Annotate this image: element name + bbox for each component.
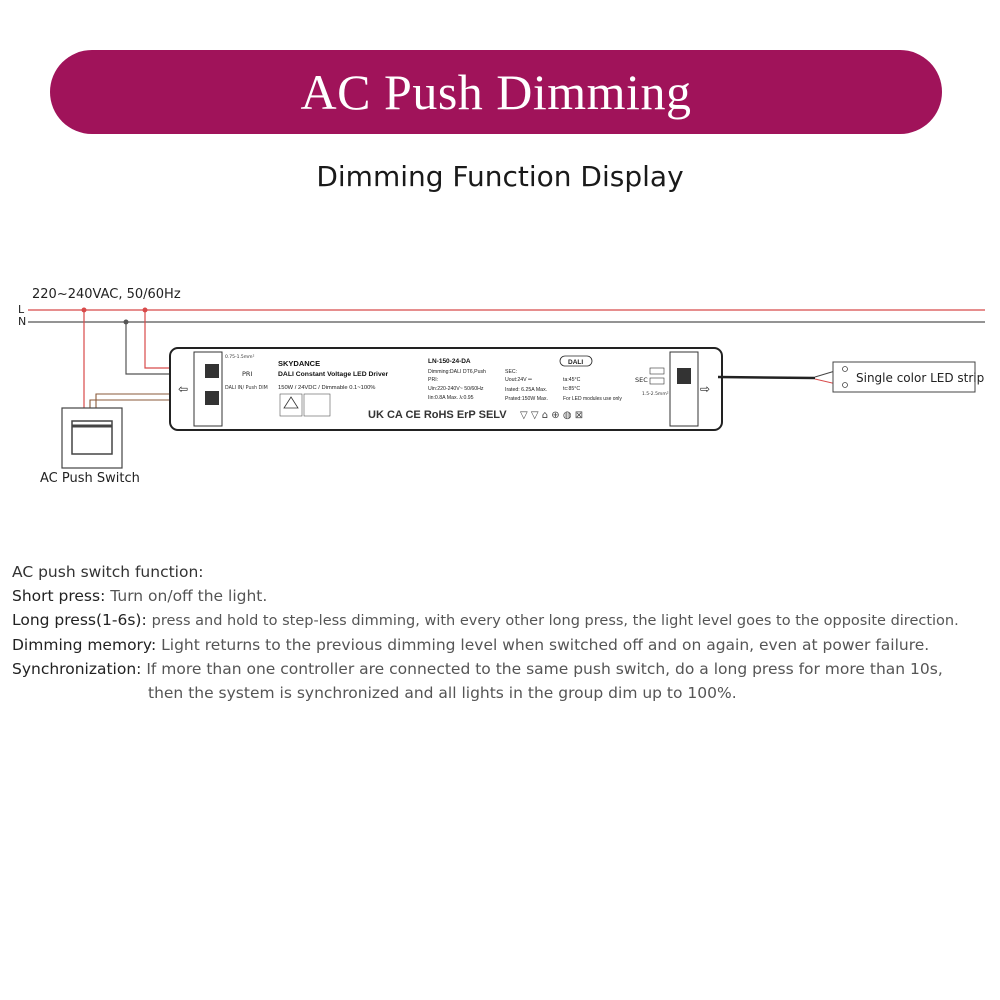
driver-led-only: For LED modules use only — [563, 396, 622, 402]
dali-push-label: DALI IN/ Push DIM — [225, 385, 268, 391]
function-text: Light returns to the previous dimming le… — [161, 636, 930, 654]
led-label: Single color LED strip — [856, 371, 984, 385]
function-item-long-press: Long press(1-6s): press and hold to step… — [12, 608, 992, 633]
page-subtitle: Dimming Function Display — [316, 160, 684, 193]
function-continuation: then the system is synchronized and all … — [148, 684, 737, 702]
driver-irated: Irated: 6.25A Max. — [505, 387, 547, 393]
line-n-label: N — [18, 315, 26, 328]
supply-label: 220~240VAC, 50/60Hz — [32, 287, 181, 302]
function-item-synchronization: Synchronization: If more than one contro… — [12, 657, 992, 681]
function-heading: AC push switch function: — [12, 563, 204, 581]
function-item-dimming-memory: Dimming memory: Light returns to the pre… — [12, 633, 992, 657]
info-box — [303, 393, 331, 417]
wire-gauge-pri: 0.75-1.5mm² — [225, 354, 255, 360]
function-label: Dimming memory: — [12, 636, 157, 654]
left-arrow-icon: ⇦ — [178, 382, 188, 396]
driver-uout: Uout:24V ═ — [505, 377, 532, 383]
driver-model: LN-150-24-DA — [428, 358, 471, 365]
driver-brand: SKYDANCE — [278, 359, 320, 368]
page-title: AC Push Dimming — [300, 64, 692, 120]
driver-pri: PRI: — [428, 377, 438, 383]
pri-terminal — [205, 364, 219, 378]
function-label: Long press(1-6s): — [12, 611, 147, 629]
cert-icons: ▽ ▽ ⌂ ⊕ ◍ ⊠ — [520, 410, 583, 421]
driver-uin: Uin:220-240V~ 50/60Hz — [428, 386, 484, 392]
switch-wire — [95, 393, 205, 408]
function-label: Short press: — [12, 587, 106, 605]
warning-box — [279, 393, 303, 417]
driver-ta: ta:45°C — [563, 377, 581, 383]
wire-gauge-sec: 1.5-2.5mm² — [642, 391, 669, 397]
led-strip — [832, 361, 976, 393]
pri-port-label: PRI — [242, 370, 252, 378]
function-text: press and hold to step-less dimming, wit… — [151, 613, 959, 629]
switch-wire — [89, 399, 205, 408]
driver-tc: tc:85°C — [563, 386, 580, 392]
led-terminal-pos — [842, 382, 848, 388]
led-terminal-neg — [842, 366, 848, 372]
cert-marks: UK CA CE RoHS ErP SELV — [368, 409, 507, 421]
sec-v-minus — [649, 367, 665, 375]
switch-label: AC Push Switch — [40, 471, 140, 486]
sec-terminal — [677, 368, 691, 384]
output-cable — [717, 375, 816, 380]
dali-terminal — [205, 391, 219, 405]
driver-dimming: Dimming:DALI DT6,Push — [428, 369, 486, 375]
wiring-diagram: 220~240VAC, 50/60Hz L N AC Push Switch ⇦… — [18, 287, 985, 486]
function-description: AC push switch function: Short press: Tu… — [12, 560, 992, 705]
driver-product: DALI Constant Voltage LED Driver — [278, 371, 389, 378]
dali-logo: DALI — [568, 359, 583, 366]
driver-right-cap — [669, 351, 699, 427]
line-l-label: L — [18, 303, 25, 316]
sec-v-plus — [649, 377, 665, 385]
dali-logo-box — [559, 355, 593, 367]
driver-spec: 150W / 24VDC / Dimmable 0.1~100% — [278, 385, 375, 391]
driver-prated: Prated:150W Max. — [505, 396, 548, 402]
function-text: If more than one controller are connecte… — [146, 660, 943, 678]
title-banner: AC Push Dimming — [50, 50, 942, 134]
right-arrow-icon: ⇨ — [700, 382, 710, 396]
function-label: Synchronization: — [12, 660, 142, 678]
driver-left-cap — [193, 351, 223, 427]
driver-sec: SEC: — [505, 369, 517, 375]
sec-port-label: SEC — [635, 376, 648, 384]
function-item-short-press: Short press: Turn on/off the light. — [12, 584, 992, 608]
function-text: Turn on/off the light. — [110, 587, 268, 605]
driver-iin: Iin:0.8A Max. λ:0.95 — [428, 395, 474, 401]
warning-icon — [283, 396, 299, 409]
